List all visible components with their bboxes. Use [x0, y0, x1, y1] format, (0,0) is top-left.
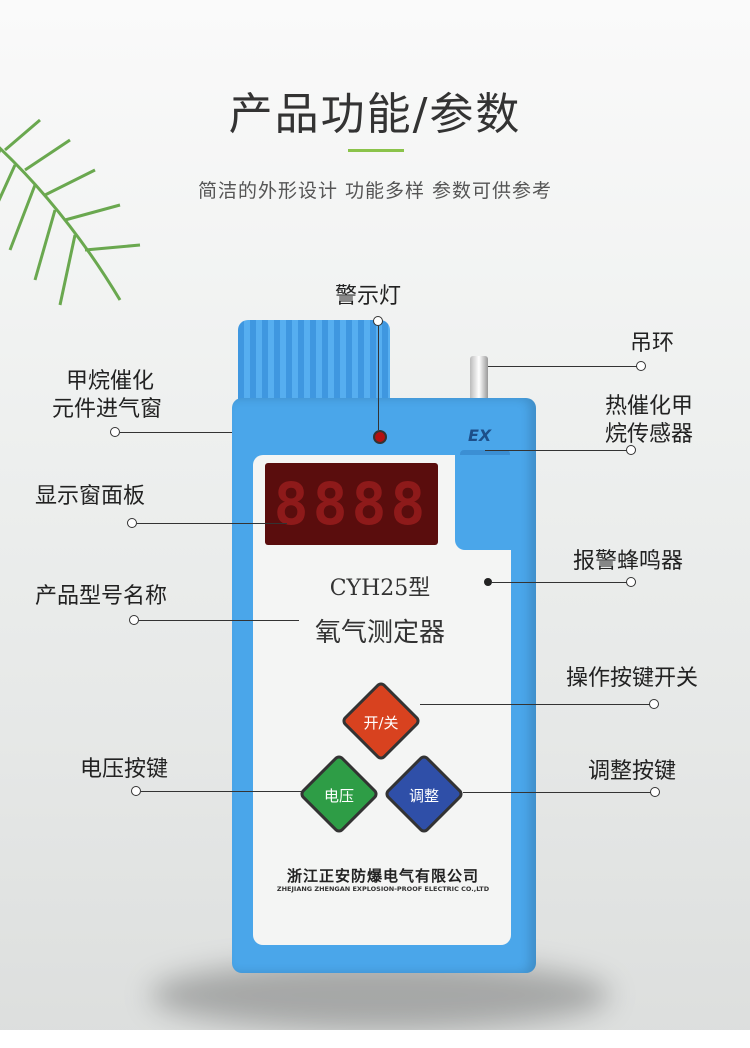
- callout-dot: [131, 786, 141, 796]
- callout-dot: [373, 316, 383, 326]
- callout-line: [420, 704, 650, 705]
- callout-dot: [129, 615, 139, 625]
- callout-voltage-key: 电压按键: [80, 757, 169, 782]
- callout-methane-window-2: 元件进气窗: [52, 397, 163, 422]
- callout-dot: [626, 445, 636, 455]
- manufacturer-en: ZHEJIANG ZHENGAN EXPLOSION-PROOF ELECTRI…: [276, 885, 490, 893]
- sensor-cap: [238, 320, 390, 405]
- buzzer-hole: [484, 578, 492, 586]
- callout-hanging-ring: 吊环: [630, 331, 675, 356]
- callout-line: [492, 582, 627, 583]
- callout-line: [485, 450, 627, 451]
- callout-methane-window-1: 甲烷催化: [66, 369, 155, 394]
- callout-line: [141, 791, 303, 792]
- callout-sensor-2: 烷传感器: [605, 422, 694, 447]
- adjust-key-label: 调整: [408, 787, 439, 805]
- title-divider: [348, 149, 404, 152]
- warning-lamp: [373, 430, 387, 444]
- palm-leaf-decoration: [0, 118, 141, 306]
- callout-line: [488, 366, 638, 367]
- callout-dot: [649, 699, 659, 709]
- callout-dot: [127, 518, 137, 528]
- callout-buzzer: 报警蜂鸣器: [573, 549, 684, 574]
- callout-sensor-1: 热催化甲: [605, 394, 694, 419]
- callout-line: [463, 792, 651, 793]
- callout-line: [137, 523, 287, 524]
- callout-line: [120, 432, 232, 433]
- led-display: 8888: [265, 463, 438, 545]
- model-label: CYH25型: [329, 576, 431, 601]
- hanging-ring: [470, 356, 488, 402]
- callout-power-key: 操作按键开关: [566, 666, 699, 691]
- callout-dot: [110, 427, 120, 437]
- voltage-key-label: 电压: [323, 787, 354, 805]
- manufacturer-cn: 浙江正安防爆电气有限公司: [286, 867, 479, 885]
- callout-dot: [650, 787, 660, 797]
- callout-dot: [636, 361, 646, 371]
- page-title: 产品功能/参数: [228, 89, 522, 140]
- callout-dot: [626, 577, 636, 587]
- ex-mark: EX: [468, 426, 492, 445]
- callout-line: [378, 326, 379, 430]
- bottom-strip: [0, 1030, 750, 1048]
- panel-notch: [455, 455, 515, 550]
- callout-line: [139, 620, 299, 621]
- callout-warning-light: 警示灯: [335, 284, 402, 309]
- display-digits: 8888: [273, 470, 430, 538]
- callout-adjust-key: 调整按键: [588, 759, 677, 784]
- product-name: 氧气测定器: [314, 618, 445, 648]
- power-key-label: 开/关: [363, 714, 399, 732]
- callout-display-panel: 显示窗面板: [35, 484, 146, 509]
- page-subtitle: 简洁的外形设计 功能多样 参数可供参考: [197, 180, 553, 202]
- callout-model-name: 产品型号名称: [35, 584, 168, 609]
